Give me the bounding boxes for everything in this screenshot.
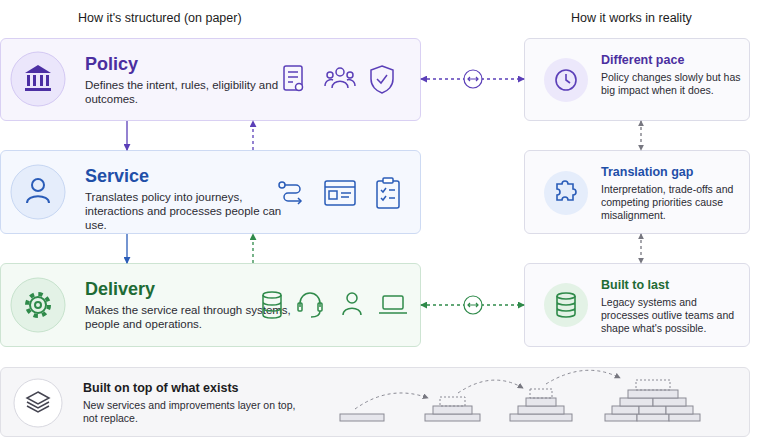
connector-arrow (252, 234, 253, 263)
box-description: Legacy systems and processes outlive tea… (601, 296, 747, 335)
column-heading: How it works in reality (571, 11, 692, 25)
box-description: Translates policy into journeys, interac… (85, 190, 297, 232)
box-description: Defines the intent, rules, eligibility a… (85, 78, 297, 106)
foundation-band: Built on top of what existsNew services … (0, 367, 750, 437)
box-heading: Translation gap (601, 164, 747, 180)
layers-icon (14, 379, 62, 427)
box-heading: Built to last (601, 277, 747, 293)
delivery-symbols (263, 292, 407, 318)
column-heading: How it's structured (on paper) (78, 11, 242, 25)
puzzle-icon (544, 171, 588, 215)
reality-box: Translation gapInterpretation, trade-off… (524, 150, 750, 234)
policy-icon (11, 52, 65, 106)
connector-arrow (421, 304, 524, 305)
swap-symbol (464, 70, 482, 88)
policy-symbols (284, 66, 393, 93)
connector-layer (127, 79, 641, 305)
connector-arrow (252, 121, 253, 150)
connector-arrow (421, 78, 524, 79)
delivery-icon (11, 278, 65, 332)
stacking-illustration (340, 370, 700, 421)
box-heading: Service (85, 165, 420, 187)
service-icon (11, 165, 65, 219)
box-heading: Different pace (601, 52, 747, 68)
database-icon (544, 283, 588, 327)
box-description: Interpretation, trade-offs and competing… (601, 183, 747, 222)
reality-box: Different pacePolicy changes slowly but … (524, 38, 750, 121)
reality-box: Built to lastLegacy systems and processe… (524, 263, 750, 347)
box-heading: Policy (85, 53, 420, 75)
clock-icon (544, 58, 588, 102)
delivery-box: DeliveryMakes the service real through s… (0, 263, 421, 347)
swap-symbol (464, 296, 482, 314)
connector-arrow (126, 121, 127, 150)
box-description: Policy changes slowly but has big impact… (601, 71, 747, 97)
box-description: New services and improvements layer on t… (83, 399, 298, 425)
connector-arrow (640, 121, 641, 150)
box-description: Makes the service real through systems, … (85, 303, 297, 331)
policy-box: PolicyDefines the intent, rules, eligibi… (0, 38, 421, 121)
connector-arrow (640, 234, 641, 263)
box-heading: Delivery (85, 278, 420, 300)
service-box: ServiceTranslates policy into journeys, … (0, 150, 421, 234)
box-heading: Built on top of what exists (83, 380, 749, 396)
service-symbols (279, 178, 399, 208)
connector-arrow (126, 234, 127, 263)
